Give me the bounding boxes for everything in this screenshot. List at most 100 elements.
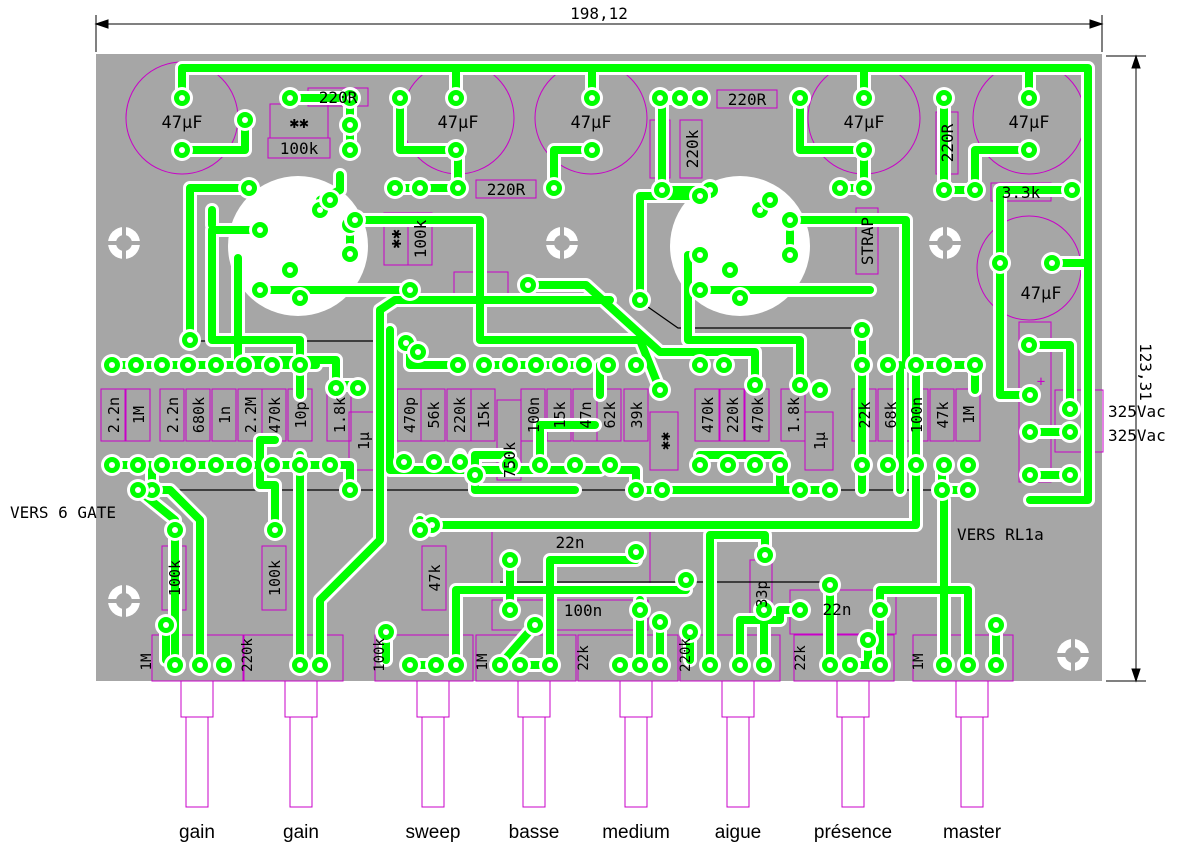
pot-value: 1M (139, 654, 155, 671)
drill-hole (417, 185, 423, 191)
drill-hole (213, 462, 219, 468)
part-label: 10p (292, 401, 310, 428)
drill-hole (861, 95, 867, 101)
drill-hole (179, 147, 185, 153)
drill-hole (767, 197, 773, 203)
part-label: 22n (823, 600, 852, 619)
drill-hole (859, 462, 865, 468)
part-label: 1n (216, 406, 234, 424)
drill-hole (352, 217, 358, 223)
drill-hole (885, 462, 891, 468)
drill-hole (787, 252, 793, 258)
drill-hole (1067, 406, 1073, 412)
part-label: 2.2n (105, 397, 123, 433)
part-label: 1µ (355, 432, 373, 450)
drill-hole (327, 197, 333, 203)
part-label: 22n (556, 533, 585, 552)
drill-hole (213, 362, 219, 368)
drill-hole (197, 662, 203, 668)
part-label: 2.2M (242, 397, 260, 433)
part-label: 220k (683, 129, 702, 168)
ac-label-1: 325Vac (1108, 402, 1166, 421)
drill-hole (913, 462, 919, 468)
drill-hole (657, 662, 663, 668)
drill-hole (1027, 429, 1033, 435)
drill-hole (965, 487, 971, 493)
drill-hole (355, 385, 361, 391)
drill-hole (429, 522, 435, 528)
board-height-label: 123,31 (1136, 343, 1155, 401)
drill-hole (507, 607, 513, 613)
drill-hole (941, 462, 947, 468)
drill-hole (392, 185, 398, 191)
pot-name-basse: basse (509, 822, 560, 843)
drill-hole (159, 362, 165, 368)
part-label: 62k (601, 401, 619, 428)
drill-hole (297, 662, 303, 668)
drill-hole (297, 462, 303, 468)
pot-value: 1M (911, 654, 927, 671)
drill-hole (507, 362, 513, 368)
cap-label: 47µF (1021, 284, 1062, 304)
drill-hole (472, 472, 478, 478)
drill-hole (762, 552, 768, 558)
drill-hole (861, 185, 867, 191)
drill-hole (797, 607, 803, 613)
drill-hole (431, 459, 437, 465)
drill-hole (965, 662, 971, 668)
drill-hole (397, 95, 403, 101)
drill-hole (287, 267, 293, 273)
drill-hole (752, 462, 758, 468)
part-label: 750k (501, 442, 519, 478)
drill-hole (241, 462, 247, 468)
part-label: 470k (699, 397, 717, 433)
drill-hole (657, 387, 663, 393)
drill-hole (417, 527, 423, 533)
pot-value: 22k (793, 645, 809, 671)
drill-hole (135, 487, 141, 493)
pot-value: 22k (576, 645, 592, 671)
solder-pads (101, 87, 1083, 676)
part-label: 220R (319, 88, 358, 107)
drill-hole (605, 362, 611, 368)
drill-hole (677, 95, 683, 101)
drill-hole (317, 662, 323, 668)
drill-hole (659, 487, 665, 493)
drill-hole (697, 462, 703, 468)
drill-hole (817, 387, 823, 393)
pot-value: 220k (678, 638, 694, 672)
pot-name-sweep: sweep (406, 822, 461, 843)
drill-hole (347, 147, 353, 153)
drill-hole (525, 282, 531, 288)
pot-name-gain-1: gain (179, 822, 215, 843)
drill-hole (993, 662, 999, 668)
silkscreen (100, 61, 1104, 808)
drill-hole (517, 662, 523, 668)
pot-name-master: master (943, 822, 1002, 843)
drill-hole (993, 622, 999, 628)
part-label: 1M (960, 406, 978, 424)
drill-hole (633, 549, 639, 555)
drill-hole (859, 327, 865, 333)
drill-hole (133, 362, 139, 368)
part-label: 1µ (811, 432, 829, 450)
ac-label-2: 325Vac (1108, 426, 1166, 445)
part-label: 22k (856, 401, 874, 428)
part-label: 2.2n (164, 397, 182, 433)
drill-hole (185, 362, 191, 368)
drill-hole (607, 462, 613, 468)
drill-hole (941, 662, 947, 668)
part-label: 220k (451, 397, 469, 433)
drill-hole (453, 147, 459, 153)
drill-hole (453, 95, 459, 101)
part-label: ✱✱ (289, 113, 309, 132)
drill-hole (683, 577, 689, 583)
drill-hole (633, 487, 639, 493)
drill-hole (297, 295, 303, 301)
drill-hole (507, 462, 513, 468)
part-label: 1M (130, 406, 148, 424)
drill-hole (135, 462, 141, 468)
part-label: ✱✱ (656, 432, 674, 450)
drill-hole (657, 95, 663, 101)
drill-hole (403, 340, 409, 346)
